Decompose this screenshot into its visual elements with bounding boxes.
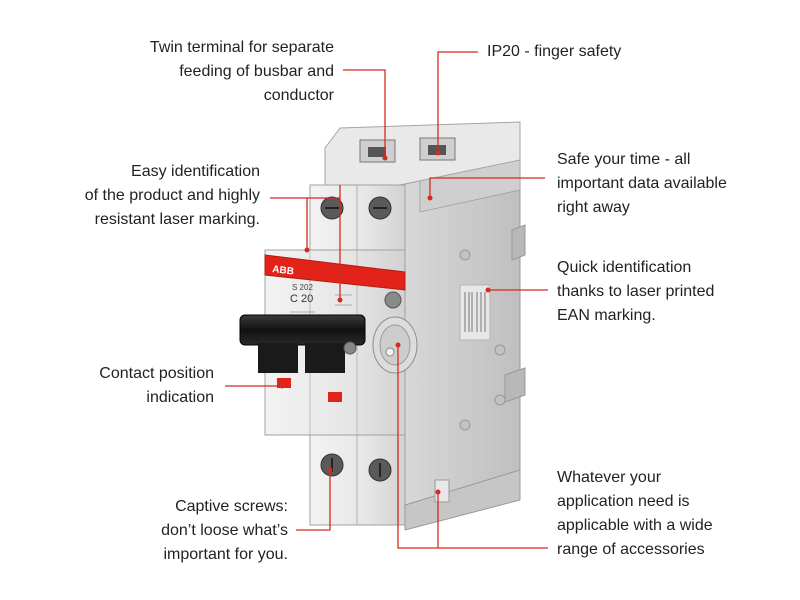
breaker-lower-front (309, 434, 521, 531)
callout-safe-time-line-3: right away (557, 199, 630, 216)
accessory-cover (372, 316, 418, 374)
callout-accessories-line-2: application need is (557, 493, 690, 510)
leader-safe-time (429, 177, 545, 198)
leader-captive-screws (296, 470, 331, 531)
callout-easy-id: Easy identification of the product and h… (85, 160, 260, 232)
callout-leader-dots (279, 150, 491, 495)
callout-captive-screws: Captive screws: don’t loose what’s impor… (161, 495, 288, 567)
leader-accessories (397, 345, 548, 549)
rating-print: C 20 (290, 293, 313, 305)
leader-easy-id (270, 197, 308, 250)
callout-ip20: IP20 - finger safety (487, 40, 621, 64)
callout-ip20-line-1: IP20 - finger safety (487, 43, 622, 60)
callout-twin-terminal: Twin terminal for separate feeding of bu… (150, 36, 334, 108)
callout-accessories-line-3: applicable with a wide (557, 517, 713, 534)
callout-quick-id: Quick identification thanks to laser pri… (557, 256, 714, 328)
callout-twin-terminal-line-3: conductor (263, 87, 334, 104)
callout-contact-position-line-2: indication (146, 389, 214, 406)
callout-easy-id-line-1: Easy identification (131, 163, 260, 180)
callout-quick-id-line-2: thanks to laser printed (557, 283, 715, 300)
callout-safe-time-line-1: Safe your time - all (557, 151, 691, 168)
callout-quick-id-line-1: Quick identification (557, 259, 692, 276)
callout-accessories-line-1: Whatever your (557, 469, 662, 486)
callout-easy-id-line-2: of the product and highly (84, 187, 260, 204)
callout-captive-screws-line-3: important for you. (163, 546, 289, 563)
callout-easy-id-line-3: resistant laser marking. (94, 211, 260, 228)
callout-contact-position: Contact position indication (99, 362, 214, 410)
callout-captive-screws-line-1: Captive screws: (175, 498, 288, 515)
callout-quick-id-line-3: EAN marking. (557, 307, 656, 324)
callout-accessories: Whatever your application need is applic… (557, 466, 713, 562)
leader-ip20 (437, 51, 478, 153)
leader-twin-terminal (343, 69, 386, 158)
breaker-side-panel (399, 157, 526, 511)
breaker-upper-front (309, 184, 406, 251)
callout-safe-time: Safe your time - all important data avai… (557, 148, 727, 220)
callout-contact-position-line-1: Contact position (99, 365, 214, 382)
callout-twin-terminal-line-1: Twin terminal for separate (149, 39, 334, 56)
contact-indicator-left (277, 378, 291, 388)
callout-captive-screws-line-2: don’t loose what’s (161, 522, 288, 539)
contact-indicator-right (328, 392, 342, 402)
brand-logo-text: ABB (272, 264, 295, 278)
callout-safe-time-line-2: important data available (557, 175, 727, 192)
model-print: S 202 (292, 283, 313, 292)
callout-twin-terminal-line-2: feeding of busbar and (179, 63, 334, 80)
callout-leader-lines (225, 51, 548, 549)
callout-accessories-line-4: range of accessories (557, 541, 705, 558)
